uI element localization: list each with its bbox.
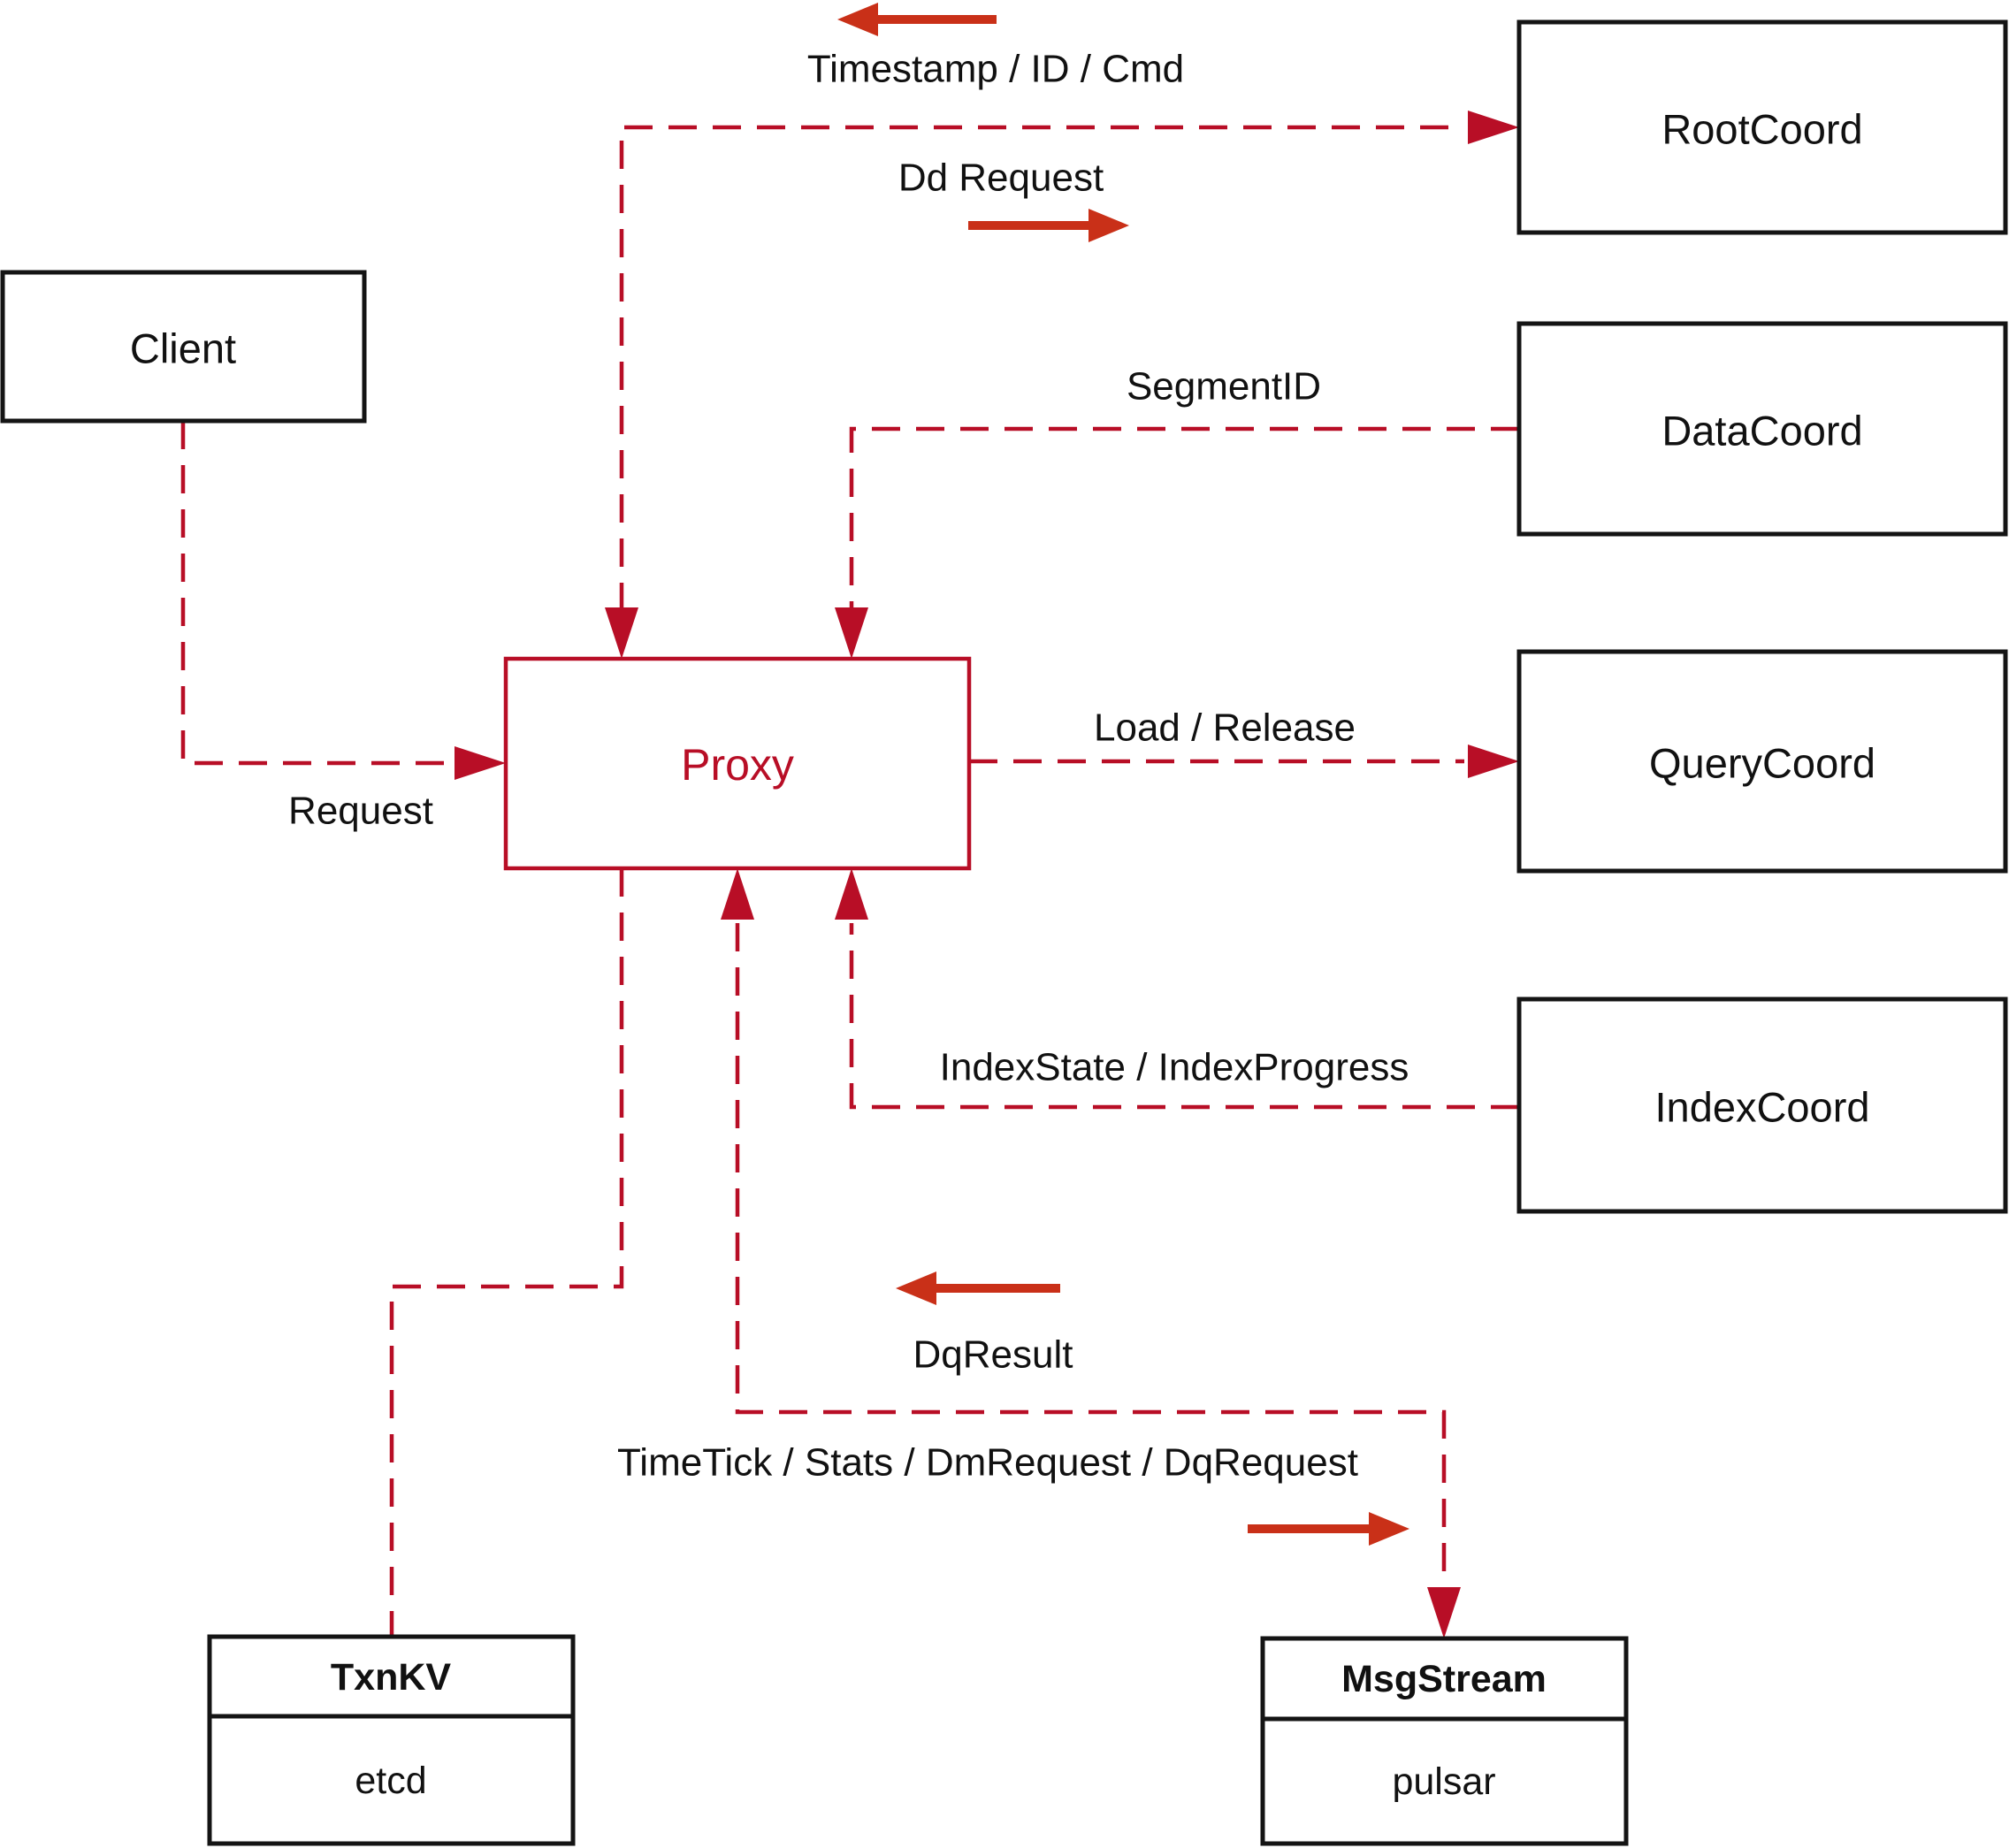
edge-indexcoord-proxy-line — [849, 923, 1519, 1110]
datacoord-label: DataCoord — [1661, 408, 1862, 454]
arrowhead-into-proxy-bottom-left-icon — [721, 868, 754, 920]
node-datacoord: DataCoord — [1516, 321, 2008, 537]
node-msgstream: MsgStream pulsar — [1260, 1636, 1629, 1846]
node-querycoord: QueryCoord — [1516, 649, 2008, 874]
edge-label-time-tick: TimeTick / Stats / DmRequest / DqRequest — [617, 1441, 1358, 1485]
txnkv-impl-label: etcd — [355, 1760, 426, 1802]
edge-label-dq-result: DqResult — [913, 1333, 1073, 1377]
edge-label-segment-id: SegmentID — [1127, 365, 1321, 409]
node-indexcoord: IndexCoord — [1516, 997, 2008, 1214]
arrowhead-into-msgstream-icon — [1427, 1587, 1461, 1638]
dq-result-direction-left-arrow-icon — [896, 1271, 1060, 1305]
time-tick-direction-right-arrow-icon — [1248, 1512, 1409, 1546]
indexcoord-label: IndexCoord — [1655, 1084, 1870, 1131]
rootcoord-label: RootCoord — [1661, 106, 1862, 153]
msgstream-impl-label: pulsar — [1392, 1760, 1495, 1803]
edge-label-timestamp: Timestamp / ID / Cmd — [807, 48, 1184, 91]
dd-request-direction-right-arrow-icon — [968, 209, 1129, 242]
timestamp-direction-left-arrow-icon — [837, 3, 997, 36]
edge-label-dd-request: Dd Request — [898, 157, 1104, 200]
txnkv-title: TxnKV — [331, 1656, 452, 1699]
edge-datacoord-proxy-line — [849, 426, 1519, 611]
edge-label-index-state: IndexState / IndexProgress — [940, 1046, 1409, 1089]
edge-label-load-release: Load / Release — [1094, 706, 1356, 750]
edge-proxy-msgstream-line — [735, 923, 1447, 1584]
arrowhead-into-proxy-bottom-right-icon — [835, 868, 868, 920]
node-rootcoord: RootCoord — [1516, 19, 2008, 235]
edge-proxy-txnkv-line — [389, 868, 624, 1637]
edge-proxy-rootcoord-line — [619, 125, 1464, 611]
client-label: Client — [130, 325, 236, 372]
node-txnkv: TxnKV etcd — [207, 1634, 576, 1846]
msgstream-title: MsgStream — [1341, 1658, 1547, 1700]
arrowhead-into-proxy-left-icon — [455, 746, 506, 780]
proxy-label: Proxy — [681, 740, 794, 790]
arrowhead-into-rootcoord-icon — [1468, 111, 1519, 144]
node-proxy: Proxy — [503, 656, 972, 871]
edge-client-proxy-line — [180, 421, 451, 766]
querycoord-label: QueryCoord — [1649, 740, 1875, 787]
arrowhead-into-querycoord-icon — [1468, 745, 1519, 778]
arrowhead-into-proxy-top-left-icon — [605, 607, 638, 659]
node-client: Client — [0, 270, 367, 424]
arrowhead-into-proxy-top-right-icon — [835, 607, 868, 659]
edge-label-request: Request — [288, 790, 433, 833]
